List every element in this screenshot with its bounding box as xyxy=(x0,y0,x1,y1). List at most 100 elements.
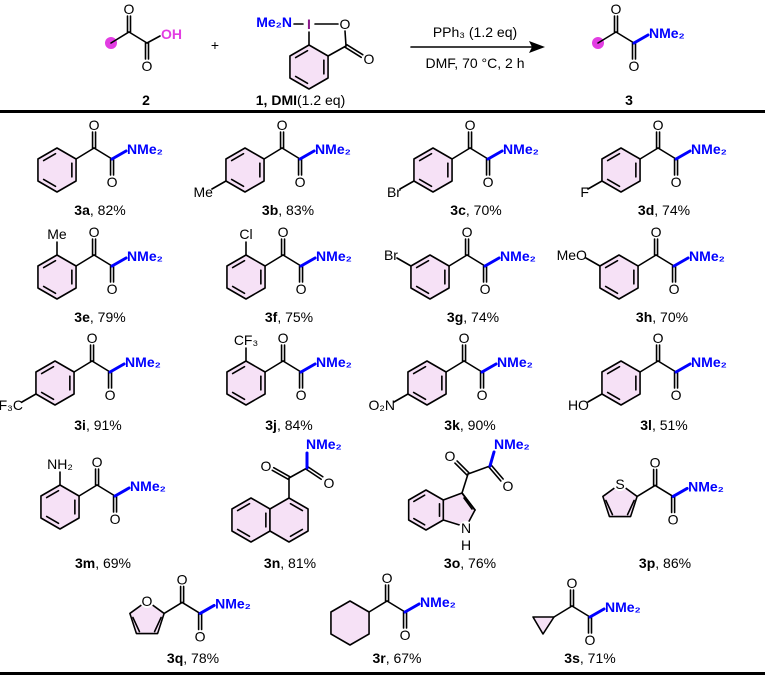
dimethylamino-label: NMe₂ xyxy=(315,141,351,157)
compound-label: 3n, 81% xyxy=(264,555,316,571)
aromatic-double-bond xyxy=(236,528,251,538)
dimethylamino-label: NMe₂ xyxy=(689,248,725,264)
aromatic-double-bond xyxy=(412,365,427,375)
amine-bond xyxy=(108,362,126,374)
bond xyxy=(75,147,95,160)
bond xyxy=(469,147,489,160)
amide-oxygen: O xyxy=(324,475,335,491)
aromatic-double-bond xyxy=(606,152,621,162)
compound-label: 3k, 90% xyxy=(444,417,495,433)
sulfur-atom: S xyxy=(615,476,624,492)
amine-bond xyxy=(486,149,504,161)
bond xyxy=(654,484,674,498)
compound-id: 3c xyxy=(450,202,466,218)
label-separator: , xyxy=(654,202,662,218)
compound-id: 3o xyxy=(444,555,460,571)
benzene-ring xyxy=(599,254,639,300)
bond xyxy=(282,254,302,267)
benzene-ring xyxy=(37,147,77,193)
condition-solvent-temp-time: DMF, 70 °C, 2 h xyxy=(426,55,525,71)
label-separator: , xyxy=(466,202,474,218)
dimethylamino-label: NMe₂ xyxy=(497,354,533,370)
bond xyxy=(448,254,468,267)
amide-oxygen: O xyxy=(107,281,118,297)
dimethylamino-label: NMe₂ xyxy=(605,599,641,615)
bond xyxy=(181,601,201,615)
aromatic-double-bond xyxy=(230,178,245,188)
bond xyxy=(344,30,347,47)
dimethylamino-label: NMe₂ xyxy=(494,436,530,452)
label-separator: , xyxy=(277,309,285,325)
compound-yield: 90% xyxy=(468,417,496,433)
bond xyxy=(393,393,409,403)
dimethylamino-label: NMe₂ xyxy=(127,141,163,157)
bond xyxy=(451,147,471,160)
amide-oxygen: O xyxy=(296,281,307,297)
bond xyxy=(282,360,302,373)
bond xyxy=(657,360,677,373)
furan-oxygen: O xyxy=(142,593,153,609)
aromatic-double-bond xyxy=(40,391,55,401)
amine-bond xyxy=(113,486,131,498)
bond xyxy=(467,465,491,475)
amine-bond xyxy=(298,149,316,161)
benzene-ring xyxy=(413,147,453,193)
ketone-oxygen: O xyxy=(92,454,103,470)
amide-oxygen: O xyxy=(142,58,153,74)
aromatic-double-bond xyxy=(236,502,251,512)
aromatic-double-bond xyxy=(42,259,57,269)
ketone-double-bond xyxy=(271,469,290,481)
compound-label: 3j, 84% xyxy=(265,417,313,433)
compound-yield: 83% xyxy=(286,202,314,218)
ketone-oxygen: O xyxy=(653,330,664,346)
dimethylamino-label: NMe₂ xyxy=(316,354,352,370)
compound-yield: 67% xyxy=(393,650,421,666)
compound-label: 3i, 91% xyxy=(74,417,122,433)
compound-id: 3p xyxy=(639,555,655,571)
bond xyxy=(587,393,603,403)
compound-yield: 81% xyxy=(288,555,316,571)
compound-id: 3d xyxy=(638,202,654,218)
compound-yield: 86% xyxy=(663,555,691,571)
compound-id: 3j xyxy=(265,417,277,433)
bond xyxy=(657,147,677,160)
aromatic-double-bond xyxy=(231,391,246,401)
compound-label: 3l, 51% xyxy=(640,417,688,433)
dimethylamino-label: NMe₂ xyxy=(691,141,727,157)
compound-yield: 70% xyxy=(474,202,502,218)
substituent-label: F₃C xyxy=(0,397,23,413)
bond xyxy=(93,254,113,267)
compound-label: 3m, 69% xyxy=(75,555,131,571)
label-separator: , xyxy=(463,309,471,325)
aromatic-double-bond xyxy=(412,391,427,401)
bond xyxy=(264,360,284,373)
amine-bond xyxy=(672,256,690,268)
dimethylamino-label: NMe₂ xyxy=(500,248,536,264)
substituent-label: NH₂ xyxy=(47,456,73,472)
ketone-double-bond xyxy=(272,466,291,478)
dimethylamino-label: NMe₂ xyxy=(316,248,352,264)
bond xyxy=(461,473,469,494)
bond xyxy=(396,257,412,267)
label-separator: , xyxy=(386,650,394,666)
amide-oxygen: O xyxy=(483,174,494,190)
bond xyxy=(386,600,406,613)
compound-id: 3l xyxy=(640,417,652,433)
amine-bond xyxy=(483,256,501,268)
benzene-ring xyxy=(601,147,641,193)
hydroxyl-label: OH xyxy=(161,26,182,42)
ketone-oxygen: O xyxy=(277,117,288,133)
bond xyxy=(585,257,601,267)
aromatic-double-bond xyxy=(132,616,141,633)
amine-bond xyxy=(588,607,606,619)
amide-oxygen: O xyxy=(195,628,206,644)
compound-yield: 75% xyxy=(285,309,313,325)
compound-yield: 91% xyxy=(94,417,122,433)
indole-hydrogen: H xyxy=(461,537,471,553)
bottom-rule xyxy=(0,672,765,675)
